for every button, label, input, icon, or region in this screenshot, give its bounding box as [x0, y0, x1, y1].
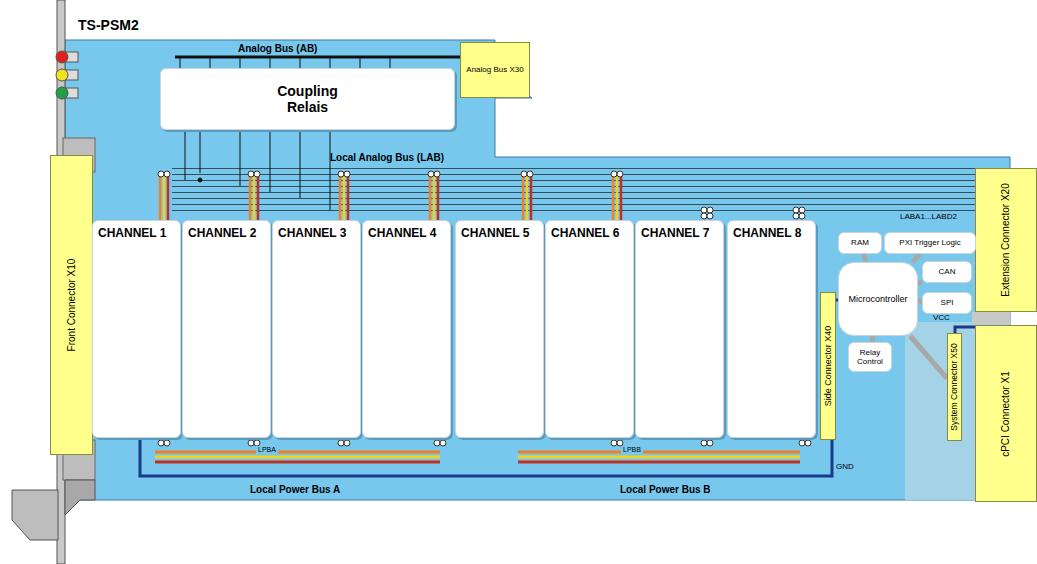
bus-connection: [912, 254, 919, 262]
relay-block: Coupling Relais: [160, 68, 455, 130]
box-label: Coupling Relais: [263, 83, 353, 115]
connector-gap: [972, 312, 1010, 324]
function-box: RAM: [838, 232, 882, 254]
bus-connection: [918, 282, 922, 284]
channel-box: CHANNEL 6: [545, 220, 634, 438]
channel-label: CHANNEL 5: [461, 227, 529, 241]
bus-name: Analog Bus (AB): [238, 43, 317, 54]
microcontroller-box: Microcontroller: [838, 262, 918, 336]
channel-box: CHANNEL 4: [362, 220, 451, 438]
box-label: Front Connector X10: [66, 259, 78, 352]
bus-name: Local Analog Bus (LAB): [330, 152, 444, 163]
function-box: Relay Control: [848, 342, 892, 372]
signal-name: VCC: [933, 314, 950, 323]
channel-box: CHANNEL 3: [272, 220, 361, 438]
local-power-bus-a: [155, 452, 440, 462]
function-box: SPI: [922, 292, 972, 314]
channel-box: CHANNEL 7: [635, 220, 724, 438]
board-title: TS-PSM2: [78, 17, 139, 33]
ejector-handle: [65, 480, 95, 515]
box-label: Side Connector X40: [823, 326, 833, 407]
local-power-bus-b: [518, 452, 800, 462]
channel-label: CHANNEL 7: [641, 227, 709, 241]
channel-label: CHANNEL 8: [733, 227, 801, 241]
box-label: Microcontroller: [848, 294, 907, 304]
connector-box: Side Connector X40: [820, 292, 836, 440]
connector-box: cPCI Connector X1: [975, 325, 1037, 502]
bus-connection: [864, 254, 867, 262]
box-label: CAN: [939, 267, 956, 276]
channel-label: CHANNEL 2: [188, 227, 256, 241]
bus-name: LPBA: [256, 446, 278, 454]
channel-terminals: [521, 171, 533, 220]
bus-connection: [910, 336, 947, 378]
box-label: System Connector X50: [950, 343, 960, 430]
signal-name: GND: [836, 463, 854, 472]
analog-bus-taps: [180, 57, 390, 68]
function-box: CAN: [922, 261, 972, 283]
channel-box: CHANNEL 1: [92, 220, 181, 438]
ejector-handle: [12, 490, 58, 540]
function-box: PXI Trigger Logic: [884, 232, 976, 254]
pcb-board: [65, 40, 1010, 500]
bus-name: Local Power Bus B: [620, 484, 711, 495]
bus-name: LPBB: [621, 446, 643, 454]
box-label: Relay Control: [852, 348, 888, 366]
channel-box: CHANNEL 5: [455, 220, 544, 438]
status-leds: [56, 51, 78, 99]
connector-box: Extension Connector X20: [975, 168, 1037, 312]
local-analog-bus-lines: [172, 167, 975, 215]
box-label: Extension Connector X20: [1000, 183, 1012, 296]
channel-label: CHANNEL 1: [98, 227, 166, 241]
box-label: cPCI Connector X1: [1000, 371, 1012, 457]
signal-name: LABA1...LABD2: [900, 213, 957, 222]
box-label: SPI: [941, 298, 954, 307]
channel-label: CHANNEL 3: [278, 227, 346, 241]
box-label: RAM: [851, 238, 869, 247]
box-label: PXI Trigger Logic: [899, 238, 960, 247]
channel-box: CHANNEL 8: [727, 220, 816, 438]
channel-label: CHANNEL 6: [551, 227, 619, 241]
connector-box: Front Connector X10: [50, 155, 93, 455]
bus-name: Local Power Bus A: [250, 484, 340, 495]
channel-label: CHANNEL 4: [368, 227, 436, 241]
connector-box: Analog Bus X30: [460, 42, 530, 98]
connector-box: System Connector X50: [947, 333, 962, 441]
analog-bus-line: [175, 56, 462, 59]
channel-box: CHANNEL 2: [182, 220, 271, 438]
box-label: Analog Bus X30: [466, 65, 523, 74]
